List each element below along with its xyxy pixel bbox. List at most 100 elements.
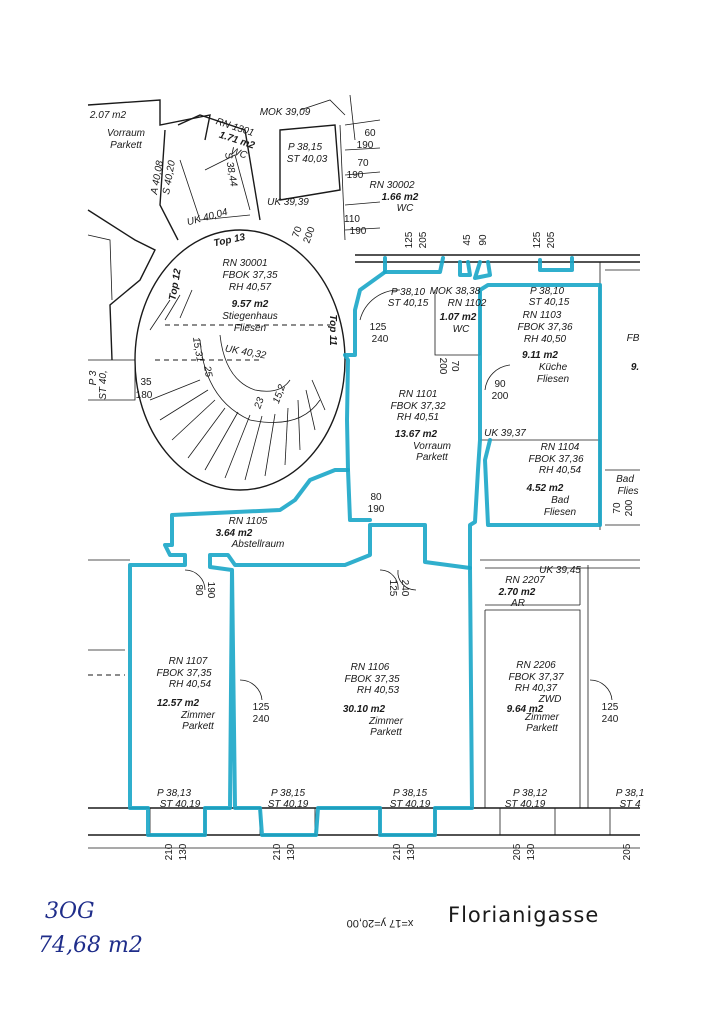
room-2206-zwd: ZWD [538,694,562,705]
room-1102-area: 1.07 m2 [440,312,477,323]
plan-label-109: 190 [347,170,364,181]
plan-label-113: 180 [136,390,153,401]
room-1104-rn: RN 1104 [541,442,580,453]
room-1101-rh: RH 40,51 [397,412,439,423]
plan-label-142: 205 [622,843,633,860]
top-11-label: Top 11 [327,314,338,346]
room-1104-rh: RH 40,54 [539,465,582,476]
room-30001-name: Stiegenhaus [222,311,278,322]
left-edge-p: P 3 [88,370,99,385]
room-1103-rn: RN 1103 [523,310,562,321]
room-1106-name: Zimmer [368,716,404,727]
plan-label-140: 205 [512,843,523,860]
stair-s1: 25 [201,364,214,378]
plan-label-132: 125 [602,702,619,713]
uk-label-2: UK 39,39 [267,197,309,208]
plan-label-129: 200 [624,499,635,516]
room-1104-area: 4.52 m2 [526,483,564,494]
room-2206-rh: RH 40,37 [515,683,558,694]
plan-label-118: 90 [494,379,506,390]
plan-label-114: 125 [370,322,387,333]
plan-label-110: 110 [344,214,360,225]
room-2206-st: ST 40,19 [505,799,546,810]
plan-label-106: 60 [364,128,376,139]
room-1101-name: Vorraum [413,441,451,452]
room-right-p: P 38,1 [616,788,645,799]
plan-label-131: 200 [302,225,318,245]
plan-label-105: 205 [546,231,557,248]
plan-label-112: 35 [140,377,152,388]
room-1102-rn: RN 1102 [448,298,487,309]
room-1103-st: ST 40,15 [529,297,570,308]
room-2206-floor: Parkett [526,723,559,734]
plan-label-107: 190 [357,140,374,151]
room-30002-rn: RN 30002 [369,180,414,191]
room-1107-area: 12.57 m2 [157,698,200,709]
plan-label-124: 125 [387,580,398,597]
room-1107-rn: RN 1107 [169,656,208,667]
room-30001-rn: RN 30001 [222,258,267,269]
handwritten-area: 74,68 m2 [38,933,143,958]
mok-label: MOK 39,09 [260,107,311,118]
room-1102-mok: MOK 38,38 [430,286,481,297]
room-1301-name: WC [229,146,249,162]
plan-label-117: 200 [437,358,448,375]
plan-label-102: 45 [462,234,473,246]
top-13-label: Top 13 [213,232,247,249]
room-1104-name: Bad [551,495,569,506]
plan-label-125: 240 [399,580,410,597]
coordinate-note: x=17 y=20,00 [347,917,414,929]
room-1107-st: ST 40,19 [160,799,201,810]
room-30001-fbok: FBOK 37,35 [222,270,277,281]
room-1101-fbok: FBOK 37,32 [390,401,445,412]
room-30002-st: ST 40,03 [287,154,328,165]
room-30001-rh: RH 40,57 [229,282,272,293]
room-30001-area: 9.57 m2 [232,299,269,310]
handwritten-floor: 3OG [45,899,95,924]
plan-label-100: 125 [404,231,415,248]
plan-label-127: 240 [253,714,270,725]
room-2206-area: 9.64 m2 [507,704,544,715]
plan-label-136: 210 [272,843,283,860]
stair-s4: 15,2 [271,383,288,405]
room-1101-uk: UK 39,37 [484,428,526,439]
room-1106-area: 30.10 m2 [343,704,386,715]
plan-label-123: 190 [205,582,216,599]
room-1106-fbok: FBOK 37,35 [344,674,399,685]
plan-label-133: 240 [602,714,619,725]
room-2207-area: 2.70 m2 [498,587,536,598]
room-2206-rn: RN 2206 [516,660,556,671]
top-12-label: Top 12 [167,267,183,301]
room-fb-right-a: FB [627,333,640,344]
left-edge-st: ST 40, [98,370,109,399]
room-1106-rh: RH 40,53 [357,685,400,696]
room-bad-right-floor: Flies [617,486,638,497]
plan-label-139: 130 [406,843,417,860]
room-1104-floor: Fliesen [544,507,577,518]
room-1102-name: WC [453,324,470,335]
room-1107-name: Zimmer [180,710,216,721]
room-1101-area: 13.67 m2 [395,429,438,440]
stair-s3: 23 [252,396,267,412]
room-top-left-area: 2.07 m2 [89,110,127,121]
dimensions-top: 125 205 45 90 125 205 [404,231,557,248]
room-1107-fbok: FBOK 37,35 [156,668,211,679]
dimensions-bottom: 210 130 210 130 210 130 205 130 205 [164,843,633,860]
plan-label-122: 80 [193,584,204,596]
room-top-left-floor: Parkett [110,140,143,151]
room-1103-area: 9.11 m2 [522,350,558,361]
room-2206-name: Zimmer [524,712,560,723]
plan-label-101: 205 [418,231,429,248]
room-1107-p: P 38,13 [157,788,192,799]
room-fb-right-b: 9. [631,362,639,373]
plan-label-120: 80 [370,492,382,503]
dimensions-left: 35 180 [136,377,153,401]
room-1103-fbok: FBOK 37,36 [517,322,572,333]
plan-label-126: 125 [253,702,270,713]
room-1103-name: Küche [539,362,568,373]
room-2206-p: P 38,12 [513,788,548,799]
plan-label-135: 130 [178,843,189,860]
dimensions-doors: 125 240 70 200 90 200 80 190 80 190 125 … [193,225,635,725]
room-1106-st2: ST 40,19 [390,799,431,810]
